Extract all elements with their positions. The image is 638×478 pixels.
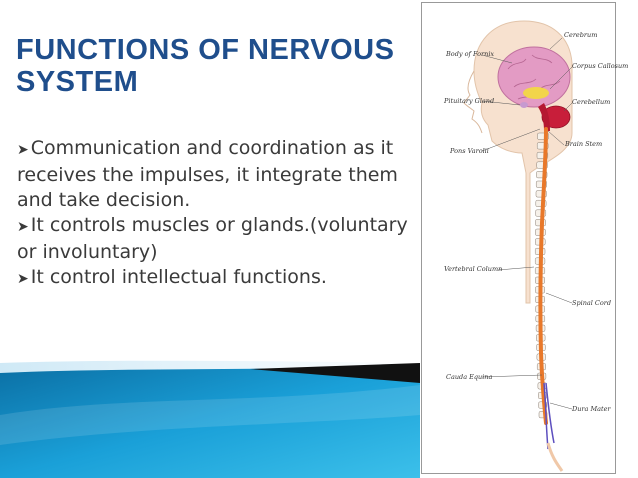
nervous-system-diagram: Cerebrum Body of Fornix Corpus Callosum … [421,2,628,474]
face-profile [463,70,483,134]
bullet-text: It control intellectual functions. [30,266,327,288]
anatomy-illustration [463,20,573,472]
label-body-of-fornix: Body of Fornix [446,50,495,58]
bullet-text: It controls muscles or glands.(voluntary… [17,214,408,263]
label-pons-varolii: Pons Varolii [450,147,489,155]
arrowhead-bullet-icon: ➤ [17,219,29,235]
bullet-item: ➤It controls muscles or glands.(voluntar… [17,213,417,265]
label-corpus-callosum: Corpus Callosum [572,62,629,70]
cerebrum-shape [497,46,571,108]
title-line-2: SYSTEM [16,66,139,98]
cauda-equina [543,382,555,450]
pituitary-shape [520,102,528,108]
tail-end [546,442,564,472]
brain-folds [507,54,561,100]
title-line-1: FUNCTIONS OF NERVOUS [16,34,395,66]
label-vertebral-column: Vertebral Column [444,265,503,273]
label-spinal-cord: Spinal Cord [572,299,612,307]
label-leader-lines [481,37,573,410]
label-cerebrum: Cerebrum [564,31,598,39]
corpus-callosum-shape [523,87,549,99]
label-pituitary-gland: Pituitary Gland [444,97,495,105]
arrowhead-bullet-icon: ➤ [17,271,29,287]
decorative-blue-wave [0,360,420,478]
spinal-cord [538,127,548,425]
label-cauda-equina: Cauda Equina [446,373,493,381]
label-brain-stem: Brain Stem [565,140,603,148]
bullet-item: ➤It control intellectual functions. [17,265,417,292]
brain-stem-shape [538,103,550,131]
bullet-text: Communication and coordination as it rec… [17,137,398,211]
label-dura-mater: Dura Mater [572,405,611,413]
arrowhead-bullet-icon: ➤ [17,142,29,158]
bullet-list: ➤Communication and coordination as it re… [17,136,417,292]
slide-title: FUNCTIONS OF NERVOUS SYSTEM [16,34,416,98]
label-cerebellum: Cerebellum [572,98,611,106]
bullet-item: ➤Communication and coordination as it re… [17,136,417,213]
